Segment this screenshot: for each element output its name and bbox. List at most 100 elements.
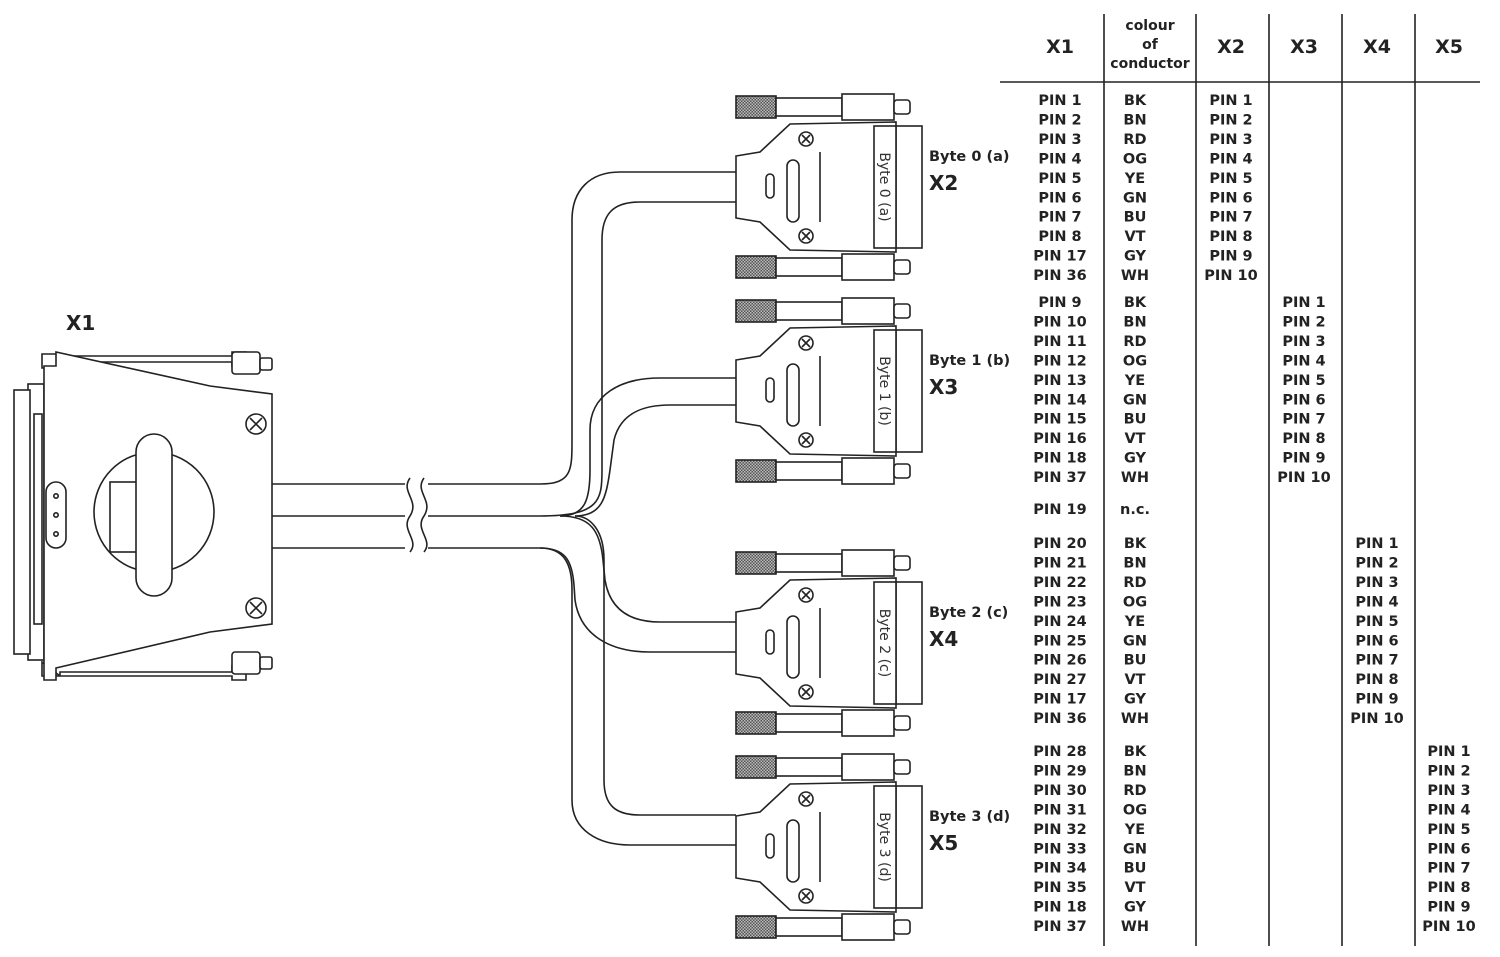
screw-icon <box>798 432 814 448</box>
colour-cell: YE <box>1124 373 1145 389</box>
x1-pin-cell: PIN 6 <box>1038 190 1081 206</box>
x1-pin-cell: PIN 29 <box>1033 763 1086 779</box>
colour-cell: GN <box>1123 633 1147 649</box>
x4-name-label: X4 <box>929 627 958 651</box>
colour-cell: VT <box>1124 229 1145 245</box>
target-pin-cell: PIN 7 <box>1355 653 1398 669</box>
target-pin-cell: PIN 1 <box>1355 536 1398 552</box>
colour-cell: GN <box>1123 841 1147 857</box>
x1-pin-cell: PIN 8 <box>1038 229 1081 245</box>
target-pin-cell: PIN 5 <box>1355 614 1398 630</box>
x1-pin-cell: PIN 28 <box>1033 744 1086 760</box>
x1-pin-cell: PIN 36 <box>1033 711 1086 727</box>
screw-icon <box>245 413 267 435</box>
colour-cell: GY <box>1124 249 1147 265</box>
colour-cell: BN <box>1123 112 1146 128</box>
x1-pin-cell: PIN 26 <box>1033 653 1086 669</box>
x3-byte-label: Byte 1 (b) <box>929 353 1010 369</box>
colour-cell: GN <box>1123 190 1147 206</box>
header-colour-line2: of <box>1142 37 1159 53</box>
colour-cell: BN <box>1123 763 1146 779</box>
target-pin-cell: PIN 5 <box>1282 373 1325 389</box>
colour-cell: RD <box>1123 132 1146 148</box>
x2-byte-label: Byte 0 (a) <box>929 149 1010 165</box>
colour-cell: VT <box>1124 431 1145 447</box>
x3-connector: Byte 1 (b) Byte 1 (b) X3 <box>735 297 1010 485</box>
colour-cell: GY <box>1124 900 1147 916</box>
colour-cell: YE <box>1124 822 1145 838</box>
target-pin-cell: PIN 9 <box>1355 692 1398 708</box>
x5-connector: Byte 3 (d)Byte 3 (d)X5 <box>735 753 1010 941</box>
header-x2: X2 <box>1217 36 1245 58</box>
x1-pin-cell: PIN 27 <box>1033 672 1086 688</box>
x1-pin-cell: PIN 25 <box>1033 633 1086 649</box>
colour-cell: BK <box>1124 744 1147 760</box>
pin-table: X1 colour of conductor X2 X3 X4 X5 PIN 1… <box>1000 14 1480 946</box>
target-pin-cell: PIN 3 <box>1282 334 1325 350</box>
x1-label: X1 <box>66 311 95 335</box>
x5-side-label: Byte 3 (d) <box>876 812 892 882</box>
x3-side-label: Byte 1 (b) <box>876 356 892 426</box>
x1-pin-cell: PIN 12 <box>1033 353 1086 369</box>
target-pin-cell: PIN 10 <box>1422 919 1475 935</box>
colour-cell: GY <box>1124 451 1147 467</box>
x4-connector: Byte 2 (c) Byte 2 (c) X4 <box>735 549 1008 737</box>
colour-cell: YE <box>1124 614 1145 630</box>
screw-icon <box>798 131 814 147</box>
colour-cell: BU <box>1124 210 1147 226</box>
x1-pin-cell: PIN 21 <box>1033 555 1086 571</box>
x1-pin-cell: PIN 18 <box>1033 451 1086 467</box>
x1-pin-cell: PIN 5 <box>1038 171 1081 187</box>
x1-pin-cell: PIN 33 <box>1033 841 1086 857</box>
colour-cell: BU <box>1124 861 1147 877</box>
colour-cell: BK <box>1124 93 1147 109</box>
colour-cell: OG <box>1123 151 1147 167</box>
target-pin-cell: PIN 2 <box>1282 314 1325 330</box>
target-pin-cell: PIN 8 <box>1355 672 1398 688</box>
target-pin-cell: PIN 7 <box>1427 861 1470 877</box>
target-pin-cell: PIN 1 <box>1209 93 1252 109</box>
target-pin-cell: PIN 6 <box>1282 392 1325 408</box>
target-pin-cell: PIN 9 <box>1427 900 1470 916</box>
target-pin-cell: PIN 4 <box>1282 353 1325 369</box>
target-pin-cell: PIN 8 <box>1282 431 1325 447</box>
x1-connector <box>13 351 273 681</box>
colour-cell: OG <box>1123 802 1147 818</box>
target-pin-cell: PIN 5 <box>1427 822 1470 838</box>
x1-pin-cell: PIN 2 <box>1038 112 1081 128</box>
x1-pin-cell: PIN 31 <box>1033 802 1086 818</box>
colour-cell: RD <box>1123 783 1146 799</box>
x1-pin-cell: PIN 36 <box>1033 268 1086 284</box>
target-pin-cell: PIN 3 <box>1427 783 1470 799</box>
target-pin-cell: PIN 10 <box>1277 470 1330 486</box>
target-pin-cell: PIN 1 <box>1282 295 1325 311</box>
x1-pin-cell: PIN 18 <box>1033 900 1086 916</box>
x1-pin-cell: PIN 1 <box>1038 93 1081 109</box>
colour-cell: BU <box>1124 412 1147 428</box>
target-pin-cell: PIN 1 <box>1427 744 1470 760</box>
target-pin-cell: PIN 2 <box>1355 555 1398 571</box>
cable-bundle <box>272 171 736 846</box>
colour-cell: WH <box>1121 919 1149 935</box>
x1-pin-cell: PIN 3 <box>1038 132 1081 148</box>
colour-cell: VT <box>1124 880 1145 896</box>
x3-name-label: X3 <box>929 375 958 399</box>
x1-pin-cell: PIN 14 <box>1033 392 1086 408</box>
x1-pin-cell: PIN 17 <box>1033 692 1086 708</box>
x1-pin-cell: PIN 7 <box>1038 210 1081 226</box>
target-pin-cell: PIN 10 <box>1204 268 1257 284</box>
target-pin-cell: PIN 7 <box>1282 412 1325 428</box>
colour-cell: WH <box>1121 470 1149 486</box>
target-pin-cell: PIN 6 <box>1427 841 1470 857</box>
header-x4: X4 <box>1363 36 1391 58</box>
x1-pin-cell: PIN 32 <box>1033 822 1086 838</box>
screw-icon <box>245 597 267 619</box>
target-pin-cell: PIN 2 <box>1427 763 1470 779</box>
x4-side-label: Byte 2 (c) <box>876 609 892 677</box>
x4-byte-label: Byte 2 (c) <box>929 605 1008 621</box>
colour-cell: RD <box>1123 575 1146 591</box>
x1-pin-cell: PIN 20 <box>1033 536 1086 552</box>
colour-cell: n.c. <box>1120 502 1150 518</box>
colour-cell: BN <box>1123 555 1146 571</box>
header-colour-line3: conductor <box>1110 56 1189 72</box>
